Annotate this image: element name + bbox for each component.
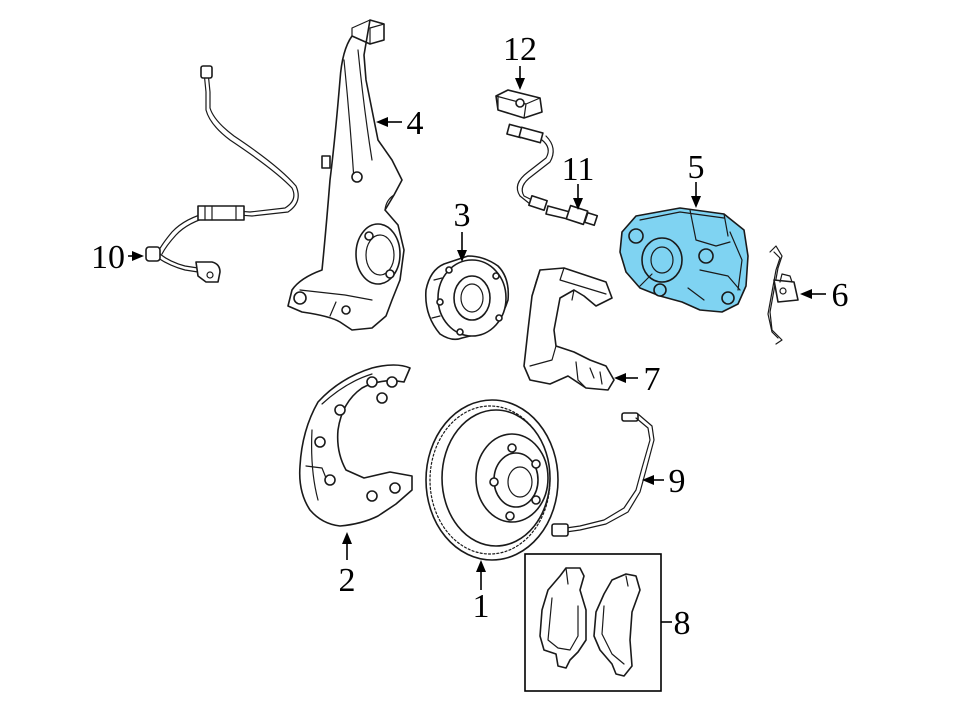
caliper-body — [619, 207, 749, 313]
callout-3[interactable]: 3 — [454, 197, 471, 234]
callout-1[interactable]: 1 — [473, 588, 490, 625]
part-12-bracket[interactable] — [495, 89, 543, 119]
part-5-brake-caliper[interactable] — [619, 207, 749, 313]
part-4-steering-knuckle[interactable] — [287, 19, 405, 331]
callout-11[interactable]: 11 — [562, 151, 595, 188]
part-2-splash-shield[interactable] — [298, 364, 413, 527]
callout-5[interactable]: 5 — [688, 149, 705, 186]
part-10-abs-sensor[interactable] — [145, 65, 299, 283]
callout-4[interactable]: 4 — [407, 105, 424, 142]
part-11-brake-hose[interactable] — [506, 123, 599, 227]
callout-10[interactable]: 10 — [91, 239, 125, 276]
part-8-brake-pads[interactable] — [539, 567, 641, 677]
callout-2[interactable]: 2 — [339, 562, 356, 599]
callout-7[interactable]: 7 — [644, 361, 661, 398]
part-9-wear-sensor[interactable] — [551, 412, 655, 537]
leader-lines — [128, 66, 826, 623]
callout-9[interactable]: 9 — [669, 463, 686, 500]
part-7-caliper-bracket[interactable] — [523, 267, 615, 391]
part-6-caliper-clip[interactable] — [767, 245, 799, 345]
part-1-brake-rotor[interactable] — [425, 399, 559, 561]
callout-12[interactable]: 12 — [503, 31, 537, 68]
part-3-wheel-hub[interactable] — [424, 255, 510, 341]
callout-8[interactable]: 8 — [674, 605, 691, 642]
callout-6[interactable]: 6 — [832, 277, 849, 314]
